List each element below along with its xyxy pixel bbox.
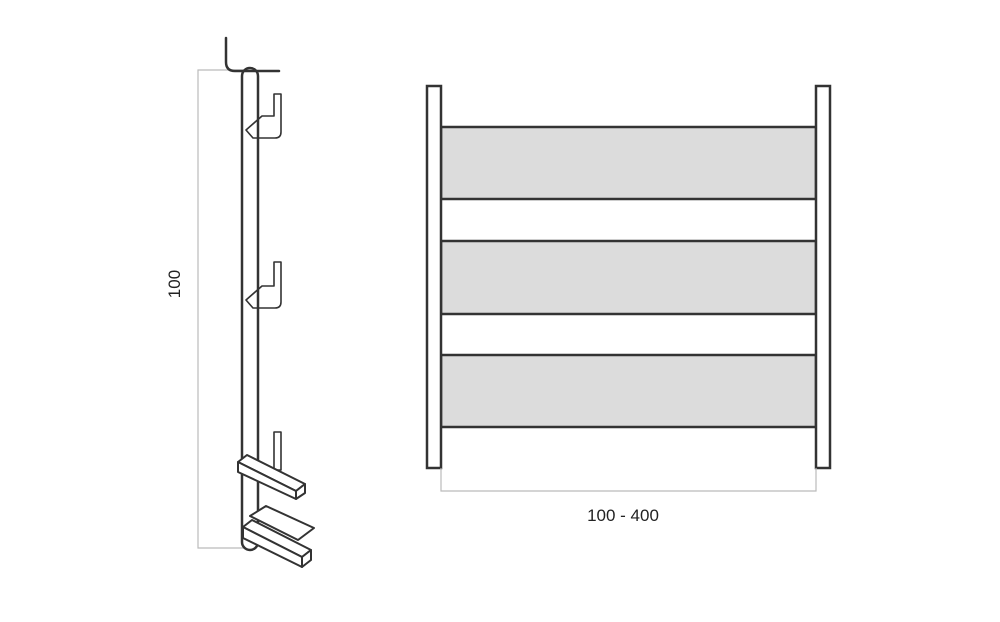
side-shelf-lower bbox=[242, 519, 312, 568]
width-dimension: 100 - 400 bbox=[440, 468, 817, 525]
side-hook-lower bbox=[273, 431, 282, 471]
wall-hook bbox=[224, 36, 281, 73]
side-view: 100 bbox=[165, 36, 315, 568]
front-view: 100 - 400 bbox=[425, 84, 832, 525]
front-panel-top bbox=[439, 125, 818, 201]
height-dimension-line bbox=[197, 69, 246, 549]
side-hook-upper bbox=[245, 93, 282, 139]
front-post-left bbox=[425, 84, 443, 470]
front-panel-bottom bbox=[439, 353, 818, 429]
side-tray-plate bbox=[249, 505, 315, 541]
height-dimension-label: 100 bbox=[165, 270, 184, 298]
height-dimension: 100 bbox=[165, 69, 246, 549]
width-dimension-line bbox=[440, 468, 817, 492]
front-post-right bbox=[814, 84, 832, 470]
side-shelf-upper bbox=[237, 454, 306, 500]
width-dimension-label: 100 - 400 bbox=[587, 506, 659, 525]
front-panel-middle bbox=[439, 239, 818, 316]
side-post bbox=[240, 66, 260, 552]
side-hook-middle bbox=[245, 261, 282, 309]
